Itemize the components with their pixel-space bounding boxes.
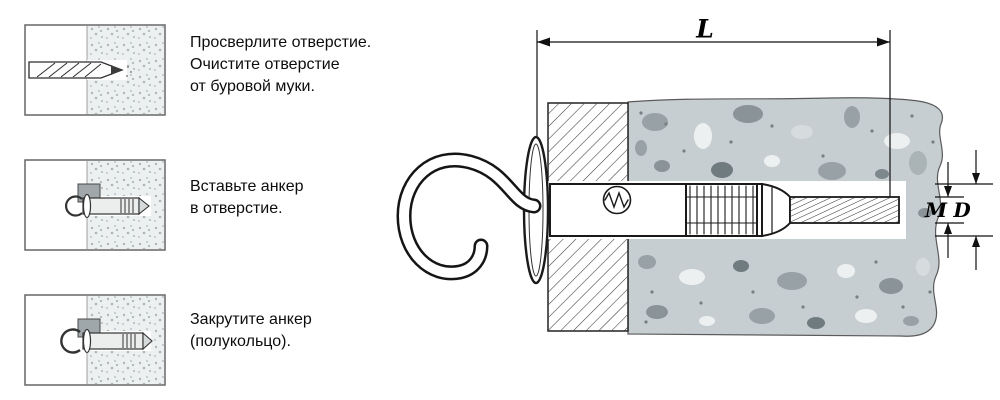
step-3-line-1: Закрутите анкер xyxy=(190,311,312,328)
hook-anchor-icon xyxy=(60,328,153,354)
step-2-line-1: Вставьте анкер xyxy=(190,178,304,195)
drill-bit-icon xyxy=(28,61,132,79)
expansion-sleeve-slots xyxy=(685,183,758,237)
hook-anchor-assembly xyxy=(396,135,900,285)
diameter-dimension-label: D xyxy=(953,198,971,222)
step-3-illustration xyxy=(24,294,166,386)
step-1-text: Просверлите отверстие. Очистите отверсти… xyxy=(190,32,390,98)
step-1-illustration xyxy=(24,24,166,116)
step-2-line-2: в отверстие. xyxy=(190,200,283,217)
step-1-line-3: от буровой муки. xyxy=(190,78,315,95)
aggregate-texture xyxy=(635,105,935,329)
wedge-spring-symbol xyxy=(602,185,632,215)
step-2-illustration xyxy=(24,159,166,251)
hook-anchor-icon xyxy=(64,193,150,219)
length-dimension-label: L xyxy=(696,14,714,44)
step-1-line-2: Очистите отверстие xyxy=(190,56,340,73)
step-3-text: Закрутите анкер (полукольцо). xyxy=(190,309,390,353)
threaded-stud xyxy=(789,196,900,224)
thread-dimension-label: M xyxy=(924,198,948,222)
dimension-line-L xyxy=(536,30,891,197)
step-3-line-2: (полукольцо). xyxy=(190,333,291,350)
step-1-line-1: Просверлите отверстие. xyxy=(190,34,372,51)
hook xyxy=(396,152,542,281)
dimension-lines-M-D xyxy=(935,150,993,270)
anchor-body xyxy=(549,183,763,237)
step-2-text: Вставьте анкер в отверстие. xyxy=(190,176,390,220)
